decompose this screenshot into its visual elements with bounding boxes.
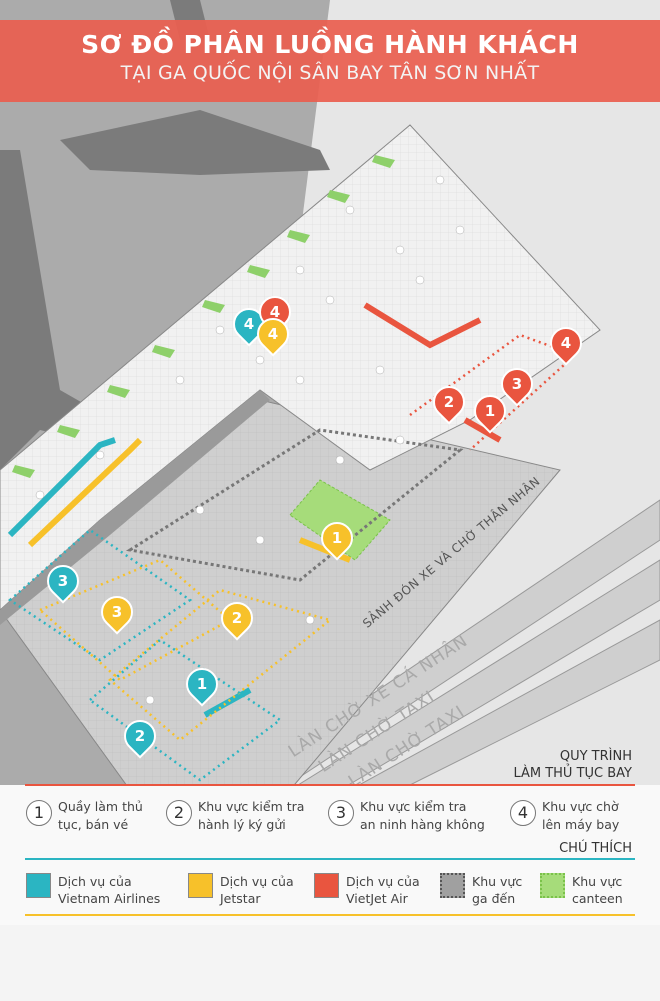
- pin-number: 2: [231, 609, 243, 627]
- process-step: 2 Khu vực kiểm tra hành lý ký gửi: [166, 798, 304, 834]
- step-text: Khu vực kiểm tra: [360, 799, 467, 814]
- step-text: Khu vực chờ: [542, 799, 619, 814]
- process-heading-line-2: LÀM THỦ TỤC BAY: [513, 766, 632, 781]
- legend-item: Khu vực canteen: [540, 873, 623, 907]
- legend-label: Dịch vụ của: [58, 874, 132, 889]
- legend-swatch: [314, 873, 339, 898]
- legend-label: VietJet Air: [346, 891, 408, 906]
- process-step: 3 Khu vực kiểm tra an ninh hàng không: [328, 798, 485, 834]
- step-text: hành lý ký gửi: [198, 817, 286, 832]
- step-text: tục, bán vé: [58, 817, 129, 832]
- step-text: Khu vực kiểm tra: [198, 799, 305, 814]
- legend-label: Khu vực: [572, 874, 623, 889]
- exit-arrows: [12, 155, 395, 478]
- process-heading: QUY TRÌNH LÀM THỦ TỤC BAY: [513, 748, 632, 782]
- pin-number: 1: [331, 529, 343, 547]
- legend-label: Vietnam Airlines: [58, 891, 161, 906]
- legend-swatch: [26, 873, 51, 898]
- title-line-2: TẠI GA QUỐC NỘI SÂN BAY TÂN SƠN NHẤT: [120, 62, 540, 84]
- pin-number: 3: [57, 572, 69, 590]
- legend-label: ga đến: [472, 891, 516, 906]
- divider: [25, 858, 635, 860]
- step-text: Quầy làm thủ: [58, 799, 143, 814]
- pin-number: 1: [484, 402, 496, 420]
- process-step: 4 Khu vực chờ lên máy bay: [510, 798, 619, 834]
- divider: [25, 914, 635, 916]
- pin-number: 4: [267, 325, 279, 343]
- legend-swatch: [540, 873, 565, 898]
- passengers: [35, 175, 465, 705]
- title-line-1: SƠ ĐỒ PHÂN LUỒNG HÀNH KHÁCH: [81, 30, 579, 59]
- legend-swatch: [188, 873, 213, 898]
- legend-label: Jetstar: [220, 891, 261, 906]
- pin-number: 3: [111, 603, 123, 621]
- pin-number: 3: [511, 375, 523, 393]
- step-number: 1: [26, 800, 52, 826]
- legend-label: Khu vực: [472, 874, 523, 889]
- process-heading-line-1: QUY TRÌNH: [559, 749, 632, 764]
- pin-number: 4: [560, 334, 572, 352]
- arrival-area: [125, 428, 464, 582]
- pin-number: 2: [134, 727, 146, 745]
- flow-arrows: [7, 302, 502, 718]
- legend-swatch: [440, 873, 465, 898]
- title-banner: SƠ ĐỒ PHÂN LUỒNG HÀNH KHÁCH TẠI GA QUỐC …: [0, 20, 660, 102]
- legend-label: canteen: [572, 891, 623, 906]
- pin-number: 1: [196, 675, 208, 693]
- step-number: 2: [166, 800, 192, 826]
- step-text: lên máy bay: [542, 817, 620, 832]
- legend-label: Dịch vụ của: [346, 874, 420, 889]
- legend-heading: CHÚ THÍCH: [559, 841, 632, 856]
- terminal-map: [0, 0, 660, 790]
- step-number: 4: [510, 800, 536, 826]
- pin-number: 2: [443, 393, 455, 411]
- legend-item: Khu vực ga đến: [440, 873, 522, 907]
- step-number: 3: [328, 800, 354, 826]
- legend-label: Dịch vụ của: [220, 874, 294, 889]
- process-step: 1 Quầy làm thủ tục, bán vé: [26, 798, 143, 834]
- step-text: an ninh hàng không: [360, 817, 485, 832]
- divider: [25, 784, 635, 786]
